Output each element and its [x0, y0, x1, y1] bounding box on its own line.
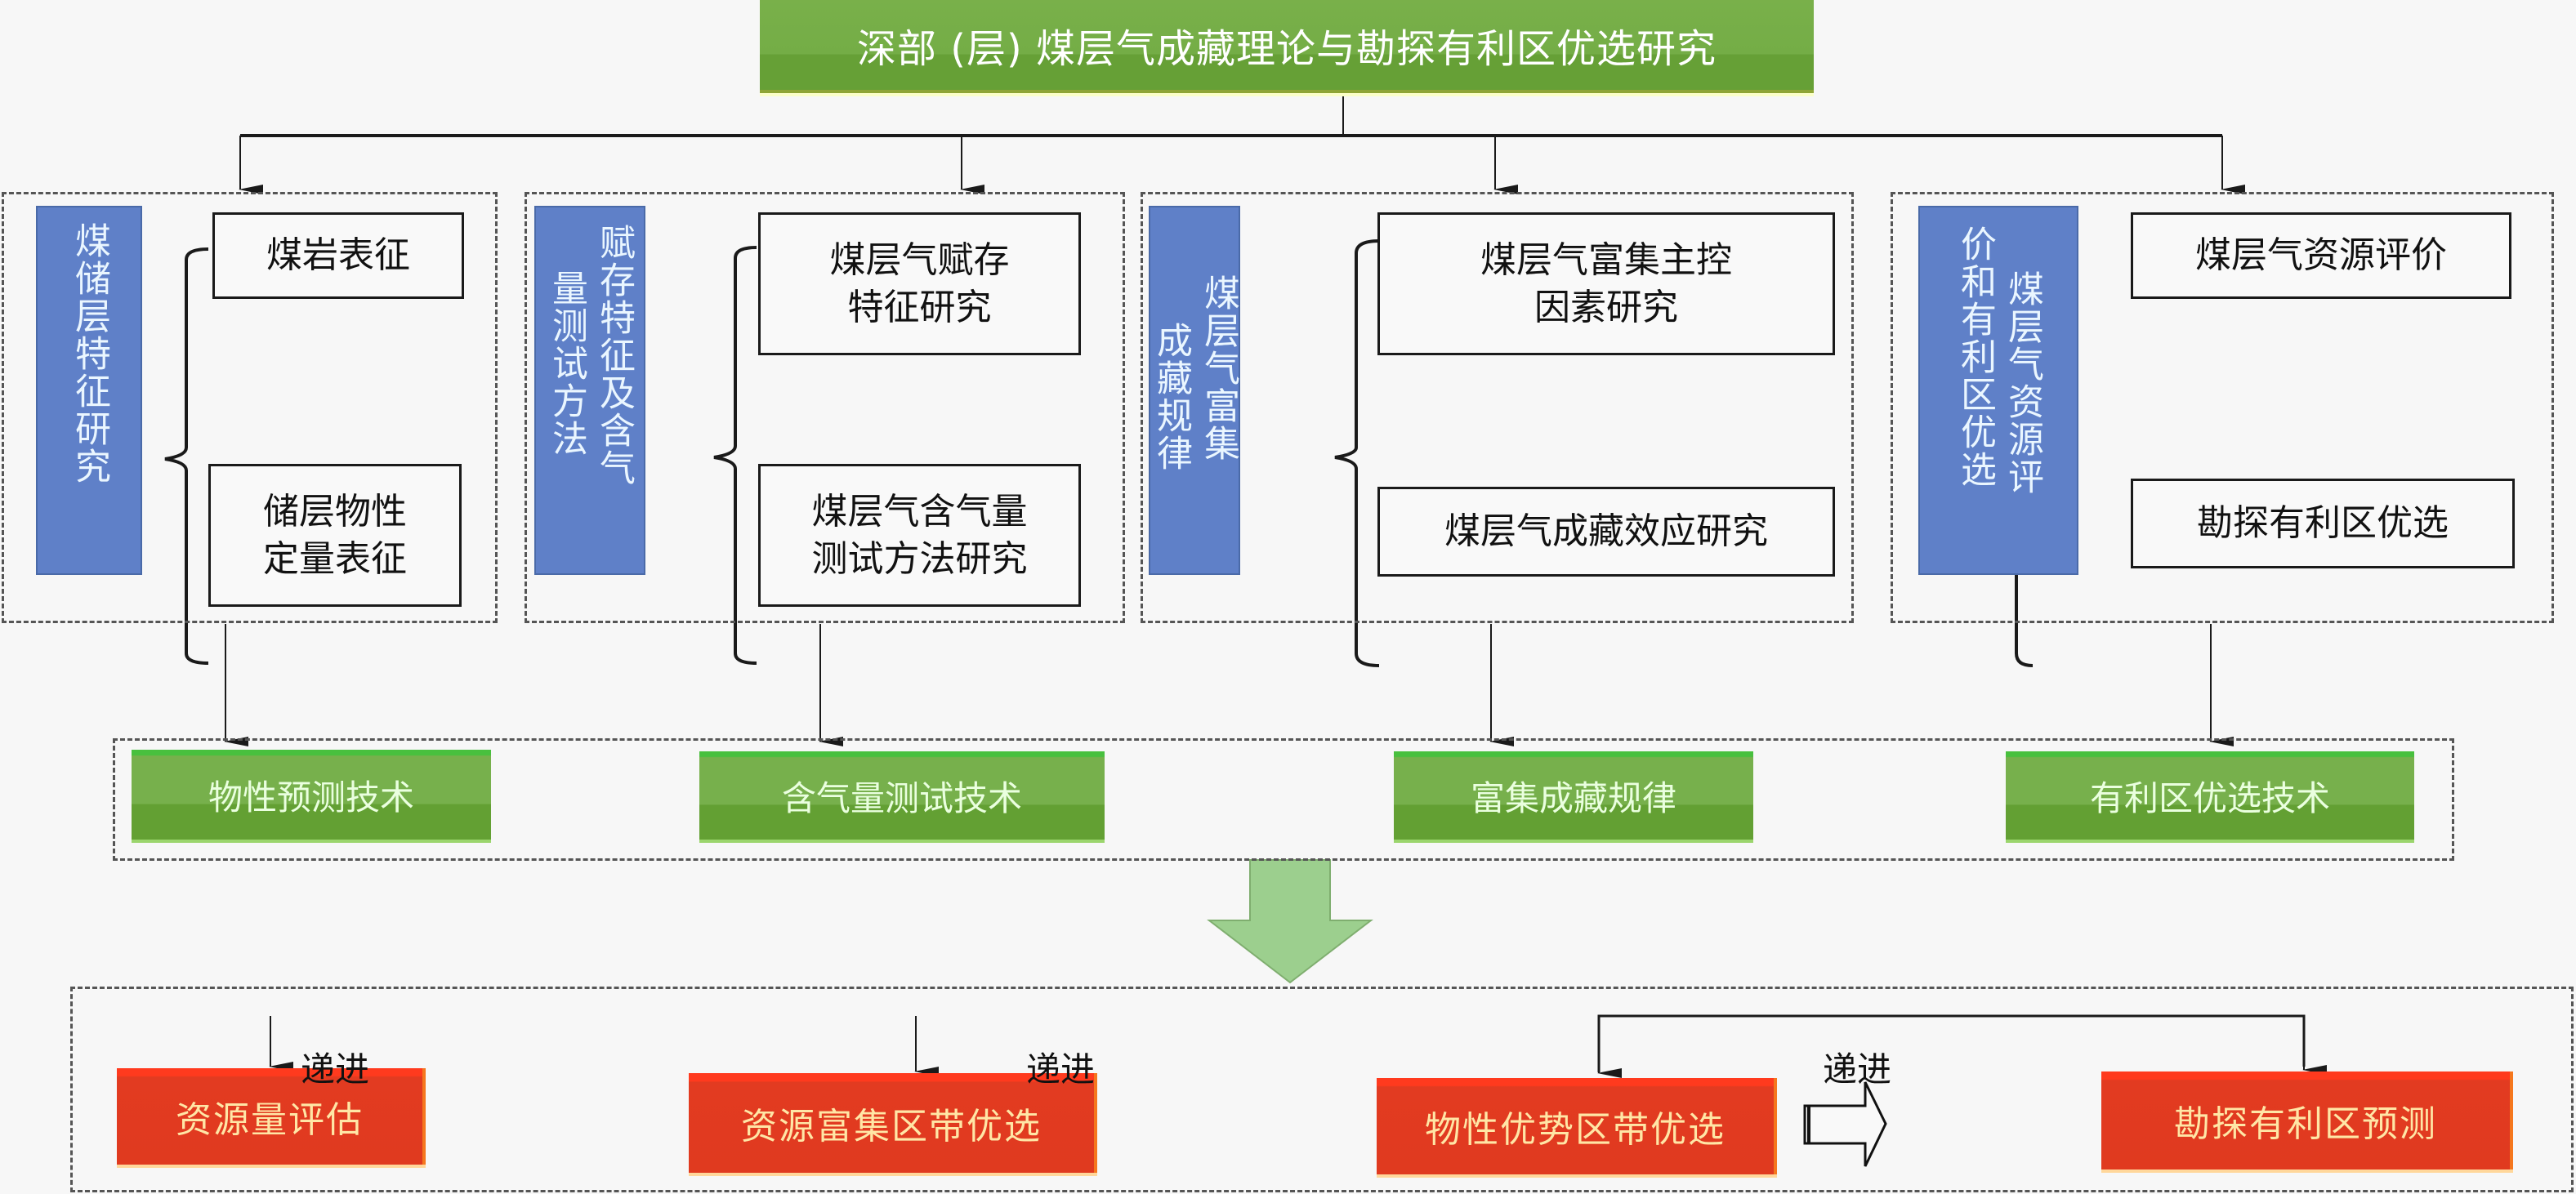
group-2-item-2-line-1: 煤层气含气量 [811, 490, 1028, 532]
workflow-band [70, 987, 2574, 1192]
group-3-item-1-line-1: 煤层气富集主控 [1480, 238, 1732, 281]
technique-1-text: 物性预测技术 [208, 777, 414, 818]
workflow-step-2-text: 资源富集区带优选 [741, 1106, 1042, 1147]
technique-box-4: 有利区优选技术 [2006, 751, 2414, 843]
workflow-step-1: 资源量评估 [117, 1068, 426, 1165]
technique-box-3: 富集成藏规律 [1394, 751, 1753, 843]
workflow-step-4-text: 勘探有利区预测 [2174, 1103, 2437, 1145]
workflow-step-3: 物性优势区带优选 [1377, 1078, 1777, 1174]
research-group-1 [2, 192, 498, 623]
group-4-item-1-text: 煤层气资源评价 [2195, 234, 2447, 276]
technique-3-text: 富集成藏规律 [1470, 777, 1676, 818]
workflow-step-4: 勘探有利区预测 [2101, 1071, 2513, 1169]
technique-band [113, 738, 2454, 861]
group-4-item-2-text: 勘探有利区优选 [2197, 502, 2449, 544]
technique-box-1: 物性预测技术 [132, 750, 491, 843]
workflow-step-3-text: 物性优势区带优选 [1425, 1109, 1726, 1151]
group-2-item-1-line-2: 特征研究 [847, 286, 992, 328]
group-4-item-2: 勘探有利区优选 [2131, 479, 2515, 568]
main-title: 深部 (层) 煤层气成藏理论与勘探有利区优选研究 [857, 26, 1717, 72]
workflow-step-2: 资源富集区带优选 [689, 1073, 1097, 1173]
group-3-item-1-line-2: 因素研究 [1534, 286, 1678, 328]
brace-3 [1334, 239, 1380, 667]
research-group-4 [1891, 192, 2554, 623]
main-title-box: 深部 (层) 煤层气成藏理论与勘探有利区优选研究 [760, 0, 1814, 93]
group-3-item-1: 煤层气富集主控 因素研究 [1377, 212, 1835, 355]
group-1-heading-col-1: 煤储层特征研究 [69, 222, 110, 485]
group-4-heading-col-2: 价和有利区优选 [1954, 225, 1996, 488]
group-1-item-1-text: 煤岩表征 [266, 234, 410, 276]
group-1-item-2-line-2: 定量表征 [263, 537, 407, 580]
group-3-item-2: 煤层气成藏效应研究 [1377, 487, 1835, 577]
technique-box-2: 含气量测试技术 [699, 751, 1105, 843]
research-group-2 [525, 192, 1125, 623]
progress-label-3: 递进 [1823, 1049, 1892, 1089]
group-2-heading-col-2: 量测试方法 [546, 270, 587, 457]
group-2-item-2: 煤层气含气量 测试方法研究 [758, 464, 1081, 607]
brace-1 [164, 247, 209, 665]
group-2-item-2-line-2: 测试方法研究 [811, 537, 1028, 580]
workflow-step-1-text: 资源量评估 [176, 1099, 364, 1141]
progress-label-1: 递进 [301, 1049, 370, 1089]
big-down-arrow-icon [1207, 859, 1373, 984]
group-1-heading: 煤储层特征研究 [36, 206, 142, 575]
progress-arrow-icon-3 [1803, 1081, 1887, 1167]
research-group-3 [1141, 192, 1854, 623]
brace-2 [713, 246, 757, 665]
group-3-heading-col-2: 成藏规律 [1150, 322, 1192, 472]
group-2-item-1: 煤层气赋存 特征研究 [758, 212, 1081, 355]
group-3-heading: 煤层气富集 成藏规律 [1149, 206, 1240, 575]
group-2-heading-col-1: 赋存特征及含气 [593, 224, 635, 487]
group-2-heading: 赋存特征及含气 量测试方法 [534, 206, 645, 575]
group-2-item-1-line-1: 煤层气赋存 [829, 238, 1010, 281]
group-1-item-1: 煤岩表征 [212, 212, 464, 299]
technique-2-text: 含气量测试技术 [781, 777, 1022, 818]
group-4-item-1: 煤层气资源评价 [2131, 212, 2511, 299]
progress-label-2: 递进 [1026, 1049, 1096, 1089]
group-4-heading: 煤层气资源评 价和有利区优选 [1918, 206, 2078, 575]
group-1-item-2: 储层物性 定量表征 [208, 464, 462, 607]
group-1-item-2-line-1: 储层物性 [263, 490, 407, 532]
group-3-heading-col-1: 煤层气富集 [1198, 274, 1239, 462]
technique-4-text: 有利区优选技术 [2089, 777, 2330, 818]
group-4-heading-col-1: 煤层气资源评 [2002, 270, 2043, 496]
group-3-item-2-text: 煤层气成藏效应研究 [1444, 510, 1768, 552]
